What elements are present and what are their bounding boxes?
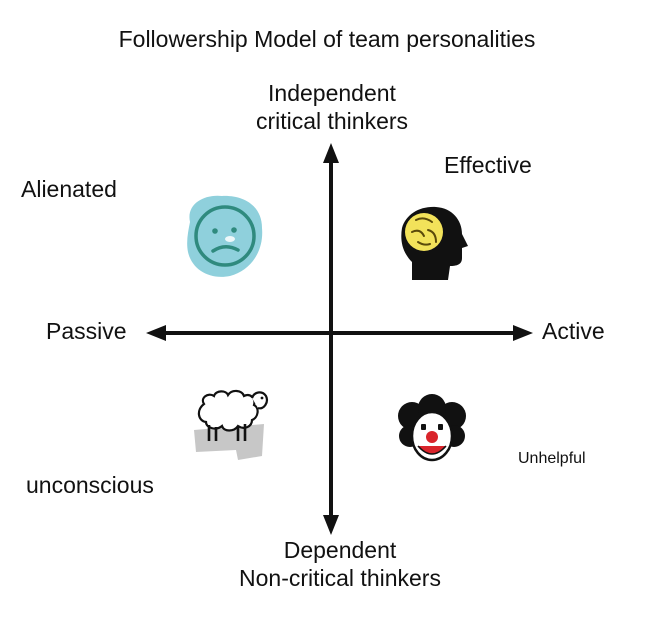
axis-top-line2: critical thinkers xyxy=(255,107,409,134)
vertical-axis-arrow xyxy=(323,143,339,535)
brain-head-icon xyxy=(401,206,468,280)
diagram-title: Followership Model of team personalities xyxy=(118,26,536,52)
quadrant-unhelpful-label: Unhelpful xyxy=(518,450,586,467)
axis-top-label: Independent critical thinkers xyxy=(232,80,432,135)
axis-bottom-label: Dependent Non-critical thinkers xyxy=(200,537,480,592)
clown-icon xyxy=(398,394,466,462)
sheep-icon xyxy=(194,389,268,460)
sad-face-icon xyxy=(187,195,263,277)
axis-bottom-line1: Dependent xyxy=(283,537,397,563)
axis-right-label: Active xyxy=(542,318,605,344)
axis-bottom-line2: Non-critical thinkers xyxy=(239,564,441,591)
axis-top-line1: Independent xyxy=(268,80,396,106)
quadrant-unconscious-label: unconscious xyxy=(26,472,154,498)
quadrant-effective-label: Effective xyxy=(444,152,532,178)
horizontal-axis-arrow xyxy=(146,325,533,341)
quadrant-alienated-label: Alienated xyxy=(21,176,117,202)
axis-left-label: Passive xyxy=(46,318,127,344)
